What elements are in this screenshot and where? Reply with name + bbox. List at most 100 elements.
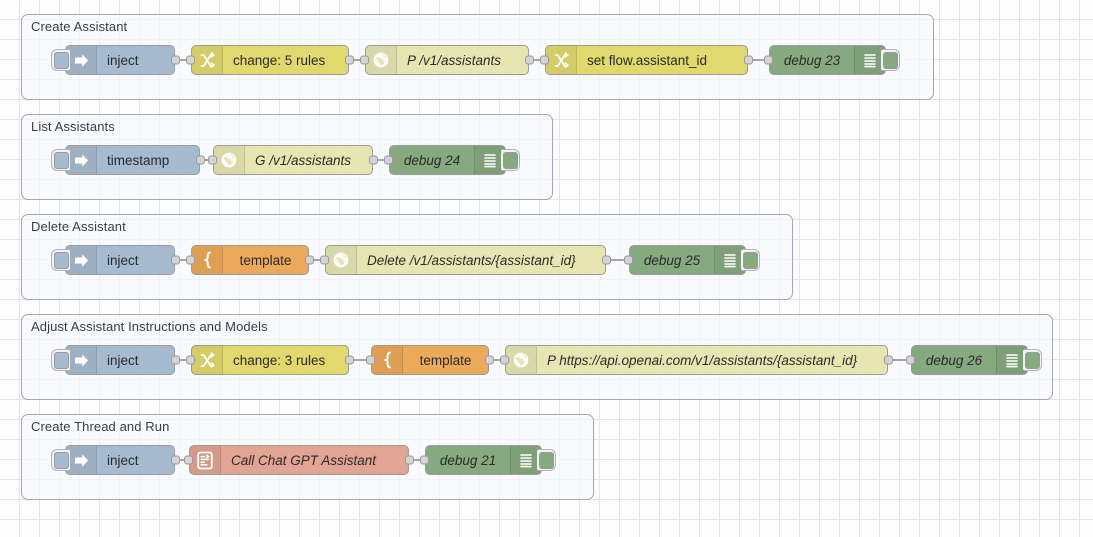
input-port[interactable] <box>360 55 369 65</box>
debug-enable-button[interactable] <box>501 149 520 171</box>
node-label: P https://api.openai.com/v1/assistants/{… <box>547 352 858 368</box>
node-debug[interactable]: debug 21 <box>420 445 556 475</box>
change-shuffle-icon <box>192 346 223 374</box>
link <box>171 358 195 361</box>
node-inject[interactable]: inject <box>51 245 180 275</box>
output-port[interactable] <box>369 155 378 165</box>
debug-lines-icon <box>510 446 541 474</box>
input-port[interactable] <box>384 155 393 165</box>
input-port[interactable] <box>320 255 329 265</box>
node-http-request[interactable]: P /v1/assistants <box>360 45 534 75</box>
inject-arrow-icon <box>66 146 97 174</box>
output-port[interactable] <box>345 355 354 365</box>
debug-lines-icon <box>474 146 505 174</box>
output-port[interactable] <box>171 355 180 365</box>
node-debug[interactable]: debug 24 <box>384 145 520 175</box>
globe-icon <box>326 246 357 274</box>
node-label: G /v1/assistants <box>255 152 352 168</box>
node-label: debug 25 <box>643 252 701 268</box>
input-port[interactable] <box>208 155 217 165</box>
globe-icon <box>214 146 245 174</box>
link <box>171 458 193 461</box>
node-label: change: 3 rules <box>233 352 326 368</box>
node-change[interactable]: change: 5 rules <box>186 45 354 75</box>
link <box>345 358 369 361</box>
debug-enable-button[interactable] <box>741 249 760 271</box>
debug-enable-button[interactable] <box>1023 349 1042 371</box>
debug-enable-button[interactable] <box>537 449 556 471</box>
link <box>171 258 195 261</box>
node-label: inject <box>107 252 139 268</box>
inject-trigger-button[interactable] <box>51 349 70 371</box>
link <box>884 358 909 361</box>
node-label: inject <box>107 352 139 368</box>
node-inject[interactable]: inject <box>51 345 180 375</box>
node-debug[interactable]: debug 25 <box>624 245 760 275</box>
inject-trigger-button[interactable] <box>51 49 70 71</box>
output-port[interactable] <box>884 355 893 365</box>
node-label: template <box>419 352 472 368</box>
input-port[interactable] <box>184 455 193 465</box>
output-port[interactable] <box>171 455 180 465</box>
output-port[interactable] <box>171 55 180 65</box>
inject-arrow-icon <box>66 346 97 374</box>
node-http-request[interactable]: P https://api.openai.com/v1/assistants/{… <box>500 345 893 375</box>
input-port[interactable] <box>186 55 195 65</box>
group-title: Delete Assistant <box>31 219 126 234</box>
group-title: Create Assistant <box>31 19 128 34</box>
node-inject[interactable]: inject <box>51 445 180 475</box>
input-port[interactable] <box>366 355 375 365</box>
node-template[interactable]: template <box>186 245 314 275</box>
output-port[interactable] <box>305 255 314 265</box>
node-change[interactable]: set flow.assistant_id <box>540 45 753 75</box>
input-port[interactable] <box>540 55 549 65</box>
inject-arrow-icon <box>66 246 97 274</box>
inject-arrow-icon <box>66 446 97 474</box>
output-port[interactable] <box>602 255 611 265</box>
globe-icon <box>506 346 537 374</box>
node-inject[interactable]: timestamp <box>51 145 205 175</box>
group-title: List Assistants <box>31 119 115 134</box>
input-port[interactable] <box>500 355 509 365</box>
node-label: change: 5 rules <box>233 52 326 68</box>
input-port[interactable] <box>906 355 915 365</box>
input-port[interactable] <box>186 255 195 265</box>
inject-trigger-button[interactable] <box>51 449 70 471</box>
node-change[interactable]: change: 3 rules <box>186 345 354 375</box>
node-label: inject <box>107 52 139 68</box>
debug-enable-button[interactable] <box>881 49 900 71</box>
inject-trigger-button[interactable] <box>51 149 70 171</box>
node-debug[interactable]: debug 26 <box>906 345 1042 375</box>
node-label: debug 24 <box>403 152 461 168</box>
output-port[interactable] <box>171 255 180 265</box>
node-http-request[interactable]: G /v1/assistants <box>208 145 378 175</box>
output-port[interactable] <box>525 55 534 65</box>
node-chatgpt-assistant[interactable]: Call Chat GPT Assistant <box>184 445 414 475</box>
link <box>485 358 509 361</box>
input-port[interactable] <box>420 455 429 465</box>
output-port[interactable] <box>405 455 414 465</box>
node-label: debug 26 <box>925 352 983 368</box>
inject-arrow-icon <box>66 46 97 74</box>
node-label: Delete /v1/assistants/{assistant_id} <box>367 252 576 268</box>
debug-lines-icon <box>714 246 745 274</box>
node-http-request[interactable]: Delete /v1/assistants/{assistant_id} <box>320 245 611 275</box>
input-port[interactable] <box>624 255 633 265</box>
link <box>371 158 393 161</box>
inject-trigger-button[interactable] <box>51 249 70 271</box>
input-port[interactable] <box>186 355 195 365</box>
output-port[interactable] <box>345 55 354 65</box>
output-port[interactable] <box>744 55 753 65</box>
debug-lines-icon <box>996 346 1027 374</box>
link <box>744 58 773 61</box>
output-port[interactable] <box>196 155 205 165</box>
link <box>196 158 218 161</box>
node-label: inject <box>107 452 139 468</box>
node-template[interactable]: template <box>366 345 494 375</box>
node-label: template <box>239 252 292 268</box>
input-port[interactable] <box>764 55 773 65</box>
node-debug[interactable]: debug 23 <box>764 45 900 75</box>
node-inject[interactable]: inject <box>51 45 180 75</box>
output-port[interactable] <box>485 355 494 365</box>
